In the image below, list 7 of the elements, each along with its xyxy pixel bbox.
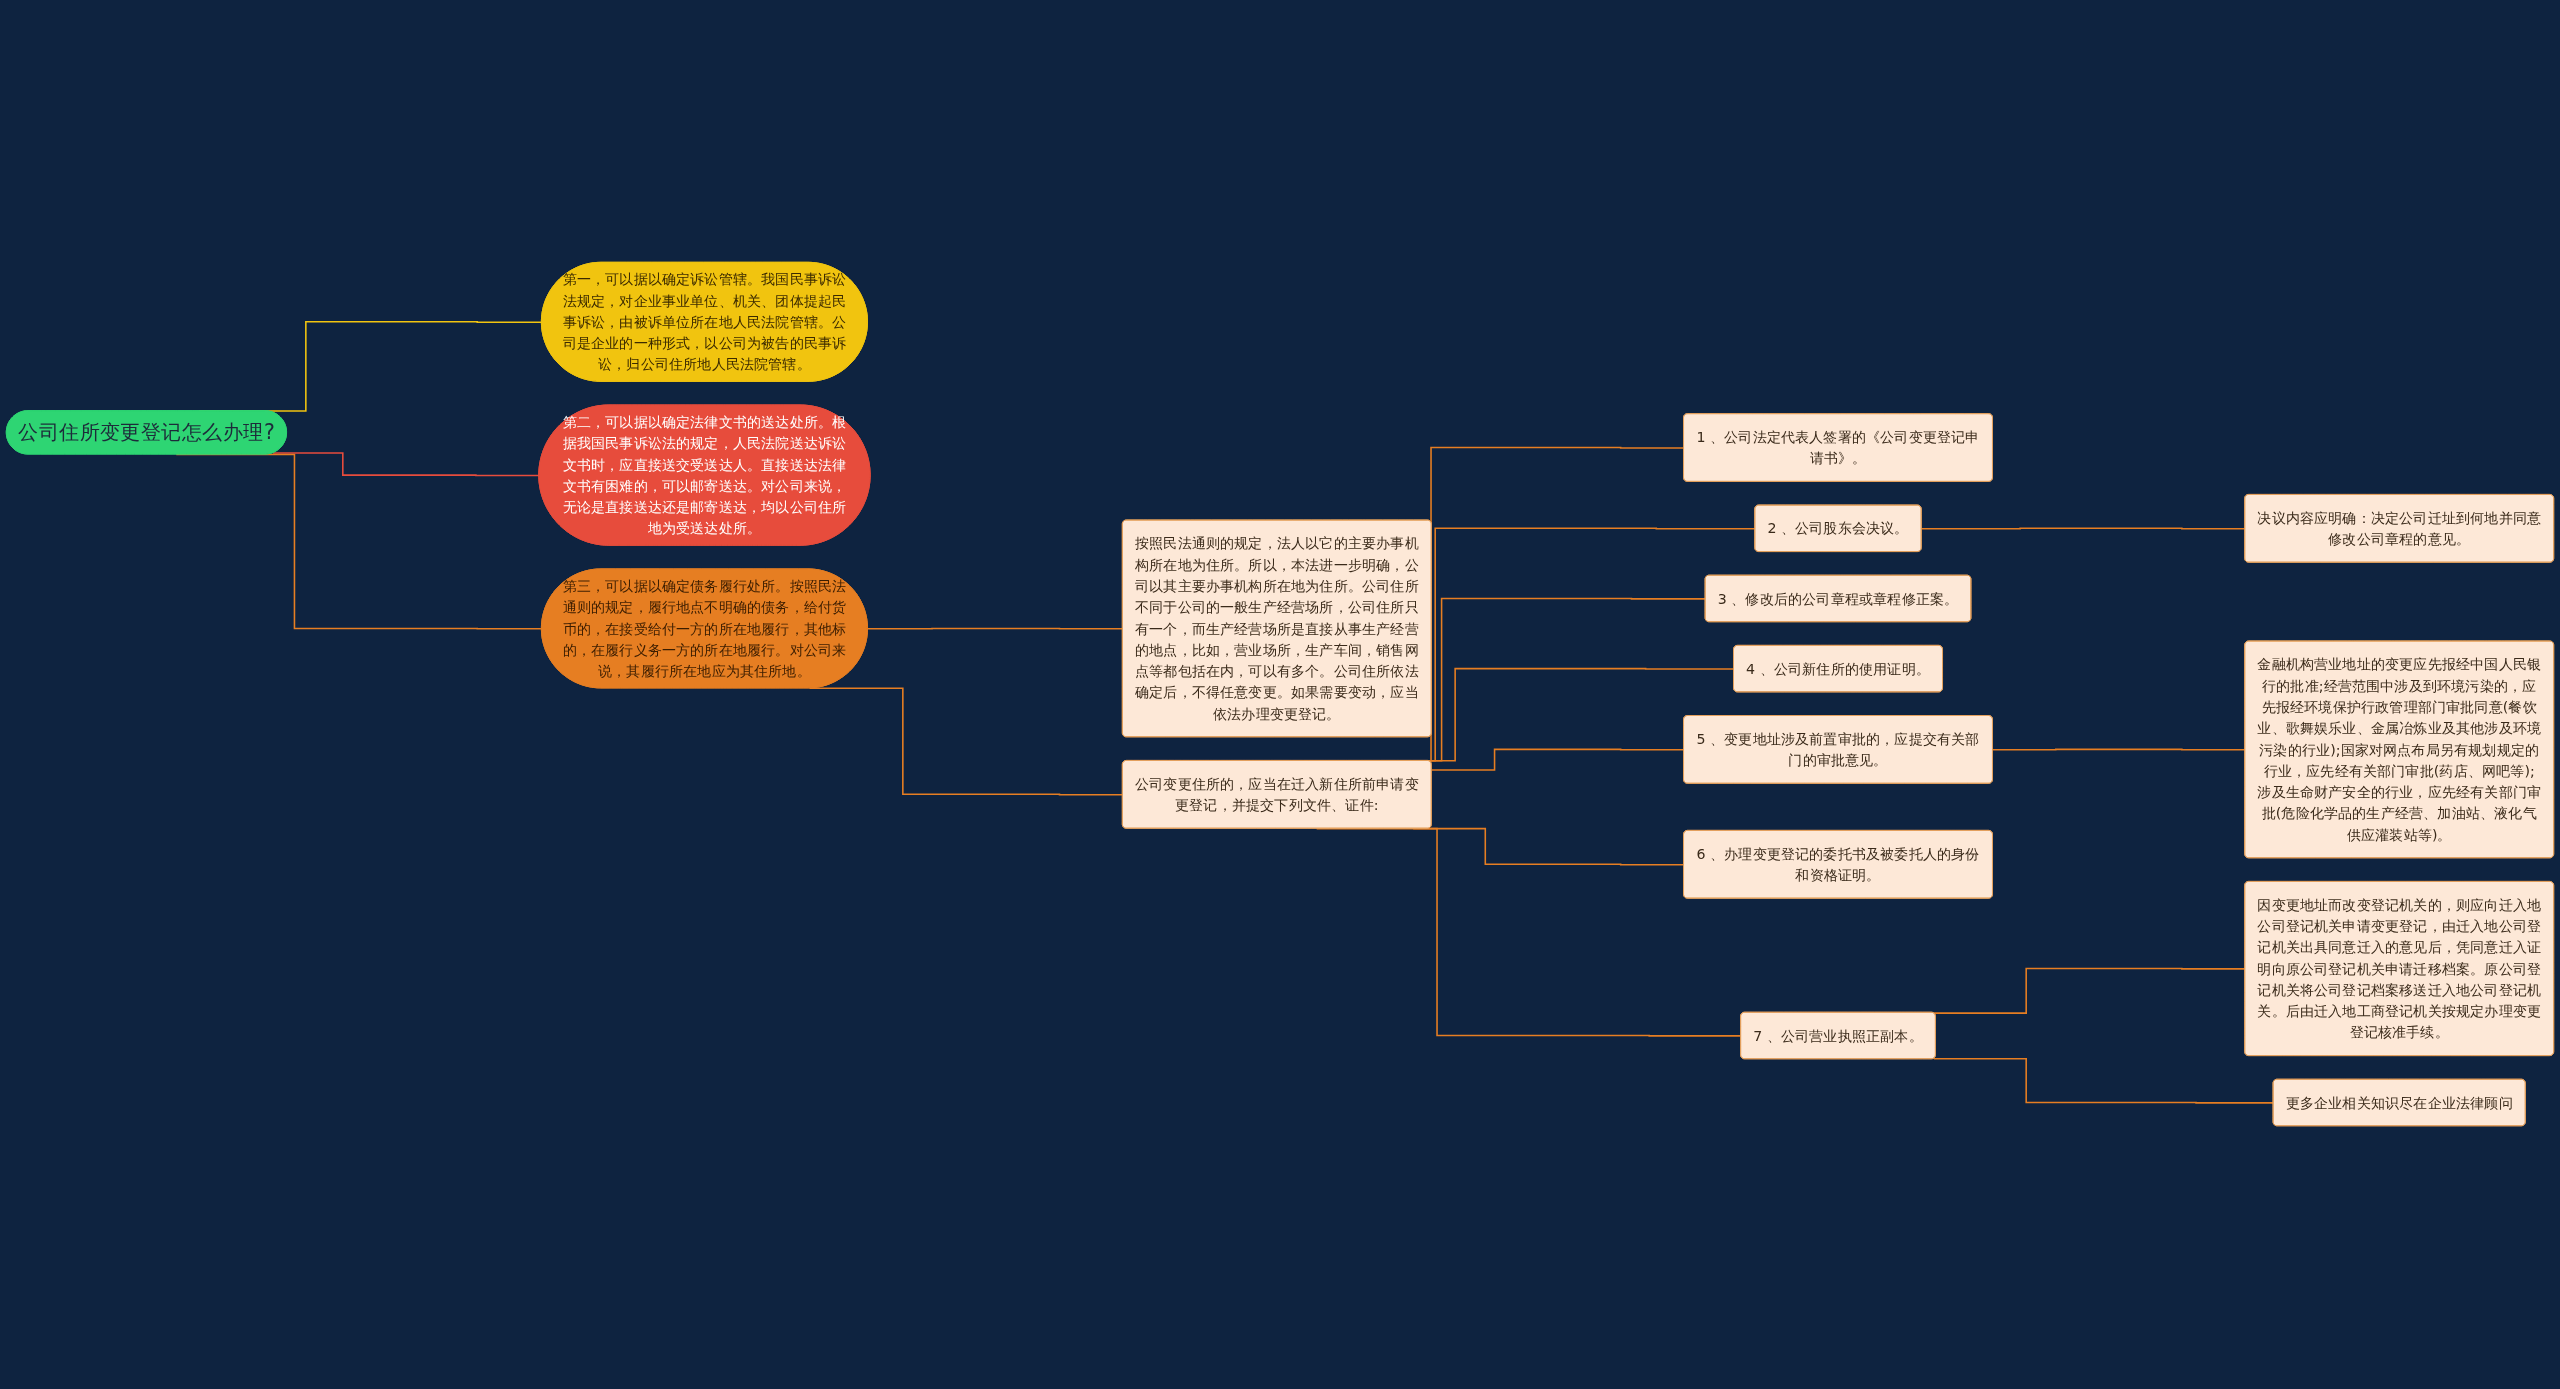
connector [1932, 968, 2246, 1015]
connector [1430, 749, 1685, 772]
mind-map-drawing: 公司住所变更登记怎么办理? 第一，可以据以确定诉讼管辖。我国民事诉讼法规定，对企业事业单位、机关、团体提起民事诉讼，由被诉单位所在地人民法院管辖。公司是企业的一种形式，以公司为被告的民事诉讼，归公司住所地人民法院管辖。 第二，可以据以确定法律文书的送达处所。根据我国民事诉讼法的规定，人民法院送达诉讼文书时，应直接送交受送达人。直接送达法律文书有困难的，可以邮寄送达。对公司来说，无论是直接送达还是邮寄送达，均以公司住所地为受送达处所。 第三，可以据以确定债务履行处所。按照民法通则的规定，履行地点不明确的债务，给付货币的，在接受给付一方的所在地履行，其他标的，在履行义务一方的所在地履行。对公司来说，其履行所在地应为其住所地。 按照民法通则的规定，法人以它的主要办事机构所在地为住所。所以，本法进一步明确，公司以其主要办事机构所在地为住所。公司住所不同于公司的一般生产经营场所，公司住所只有一个，而生产经营场所是直接从事生产经营的地点，比如，营业场所，生产车间，销售网点等都包括在内，可以有多个。公司住所依法确定后，不得任意变更。如果需要变动，应当依法办理变更登记。 公司变更住所的，应当在迁入新住所前申请变更登记，并提交下列文件、证件: 1 、公司法定代表人签署的《公司变更登记申请书》。 2 、公司股东会决议。 3 、修改后的公司章程或章程修正案。 4 、公司新住所的使用证明。 5 、变更地址涉及前置审批的，应提交有关部门的审批意见。 6 、办理变更登记的委托书及被委托人的身份和资格证明。 7 、公司营业执照正副本。 决议内容应明确：决定公司迁址到何地并同意修改公司章程的意见。 金融机构营业地址的变更应先报经中国人民银行的批准;经营范围中涉及到环境污染的，应先报经环境保护行政管理部门审批同意(餐饮业、歌舞娱乐业、金属冶炼业及其他涉及环境污染的行业);国家对网点布局另有规划规定的行业，应先经有关部门审批(药店、网吧等);涉及生命财产安全的行业，应先经有关部门审批(危险化学品的生产经营、加油站、液化气供应灌装站等)。 因变更地址而改变登记机关的，则应向迁入地公司登记机关申请变更登记，由迁入地公司登记机关出具同意迁入的意见后，凭同意迁入证明向原公司登记机关申请迁移档案。原公司登记机关将公司登记档案移送迁入地公司登记机关。后由迁入地工商登记机关按规定办理变更登记核准手续。 更多企业相关知识尽在企业法律顾问 [0, 256, 2560, 1133]
connector [1992, 749, 2246, 752]
connector [1920, 528, 2246, 530]
connector [1932, 1058, 2275, 1105]
connector [867, 628, 1124, 631]
